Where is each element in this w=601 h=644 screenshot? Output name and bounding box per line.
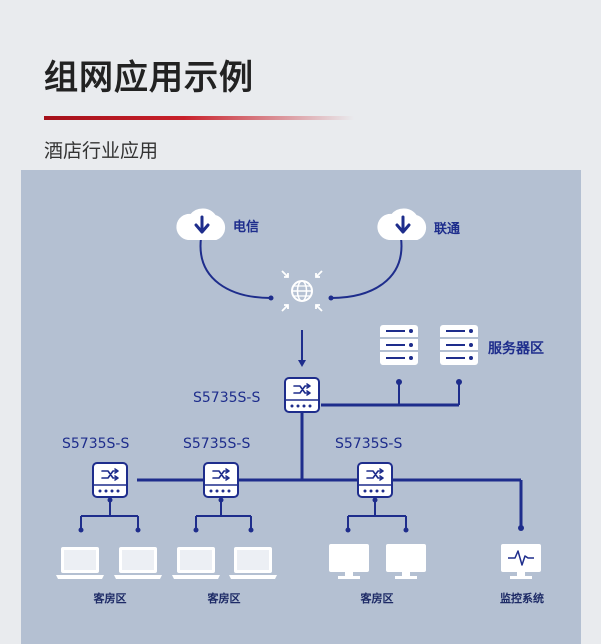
cloud-unicom-icon xyxy=(376,207,427,241)
cloud-telecom-icon xyxy=(175,207,226,241)
network-diagram: 电信 联通 服务器区 S5735S-S S5735S-S S5735S-S S5… xyxy=(21,170,581,644)
server-icon-1 xyxy=(379,324,419,366)
desktop-monitor-icon-2 xyxy=(386,544,426,579)
internet-globe-icon xyxy=(281,270,323,312)
core-switch-icon xyxy=(284,377,320,413)
room-area-label-3: 客房区 xyxy=(360,591,394,605)
laptop-icon-4 xyxy=(229,547,277,579)
isp-telecom-label: 电信 xyxy=(233,219,259,235)
laptop-icon-1 xyxy=(56,547,104,579)
monitor-system-label: 监控系统 xyxy=(500,591,544,605)
desktop-monitor-icon-1 xyxy=(329,544,369,579)
title-underline xyxy=(44,116,354,120)
isp-unicom-label: 联通 xyxy=(434,221,460,237)
page-subtitle: 酒店行业应用 xyxy=(44,140,159,162)
link-telecom-to-internet xyxy=(199,237,272,299)
access-switch-label-3: S5735S-S xyxy=(335,436,402,452)
access-switch-icon-1 xyxy=(92,462,128,498)
server-area-label: 服务器区 xyxy=(488,340,544,357)
core-switch-label: S5735S-S xyxy=(193,390,260,406)
access-switch-icon-3 xyxy=(357,462,393,498)
server-icon-2 xyxy=(439,324,479,366)
page-title: 组网应用示例 xyxy=(44,58,254,98)
access-switch-label-2: S5735S-S xyxy=(183,436,250,452)
access-switch-label-1: S5735S-S xyxy=(62,436,129,452)
link-unicom-to-internet xyxy=(330,237,403,299)
surveillance-monitor-icon xyxy=(501,544,541,579)
room-area-label-1: 客房区 xyxy=(93,591,127,605)
room-area-label-2: 客房区 xyxy=(207,591,241,605)
laptop-icon-3 xyxy=(172,547,220,579)
access-switch-icon-2 xyxy=(203,462,239,498)
laptop-icon-2 xyxy=(114,547,162,579)
